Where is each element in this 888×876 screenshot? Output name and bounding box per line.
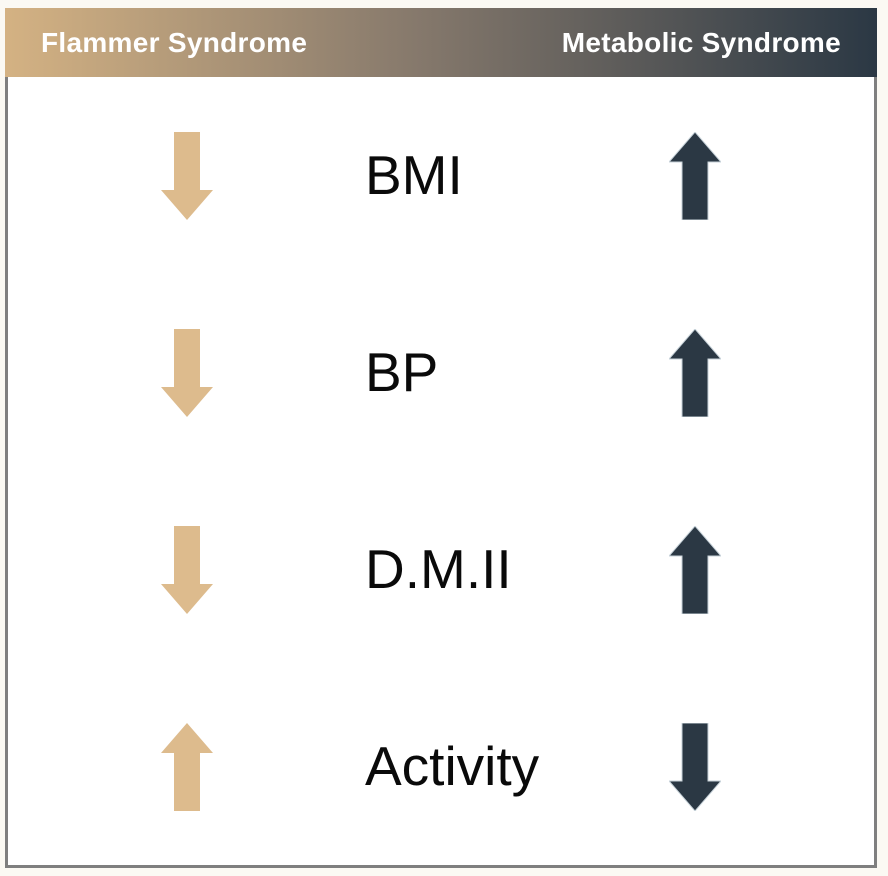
down-arrow-icon xyxy=(160,328,213,417)
flammer-arrow-cell xyxy=(8,525,365,614)
down-arrow-icon xyxy=(160,525,213,614)
row-bmi: BMI xyxy=(8,131,874,220)
flammer-arrow-cell xyxy=(8,328,365,417)
metabolic-arrow-cell xyxy=(635,328,755,417)
row-label-bp: BP xyxy=(365,341,439,403)
flammer-vs-metabolic-diagram: Flammer Syndrome Metabolic Syndrome BMI xyxy=(5,8,877,868)
row-dmii: D.M.II xyxy=(8,525,874,614)
flammer-syndrome-title: Flammer Syndrome xyxy=(41,26,308,58)
down-arrow-icon xyxy=(160,131,213,220)
metabolic-syndrome-title: Metabolic Syndrome xyxy=(561,26,841,58)
metabolic-arrow-cell xyxy=(635,722,755,811)
row-label-activity: Activity xyxy=(365,735,540,797)
comparison-panel: BMI BP xyxy=(5,77,877,868)
row-bp: BP xyxy=(8,328,874,417)
header-band: Flammer Syndrome Metabolic Syndrome xyxy=(5,8,877,77)
up-arrow-icon xyxy=(669,328,721,417)
up-arrow-icon xyxy=(669,525,721,614)
metabolic-arrow-cell xyxy=(635,131,755,220)
row-label-bmi: BMI xyxy=(365,144,463,206)
up-arrow-icon xyxy=(669,131,721,220)
metabolic-arrow-cell xyxy=(635,525,755,614)
flammer-arrow-cell xyxy=(8,722,365,811)
flammer-arrow-cell xyxy=(8,131,365,220)
up-arrow-icon xyxy=(160,722,213,811)
down-arrow-icon xyxy=(669,722,721,811)
row-label-dmii: D.M.II xyxy=(365,538,512,600)
row-activity: Activity xyxy=(8,722,874,811)
